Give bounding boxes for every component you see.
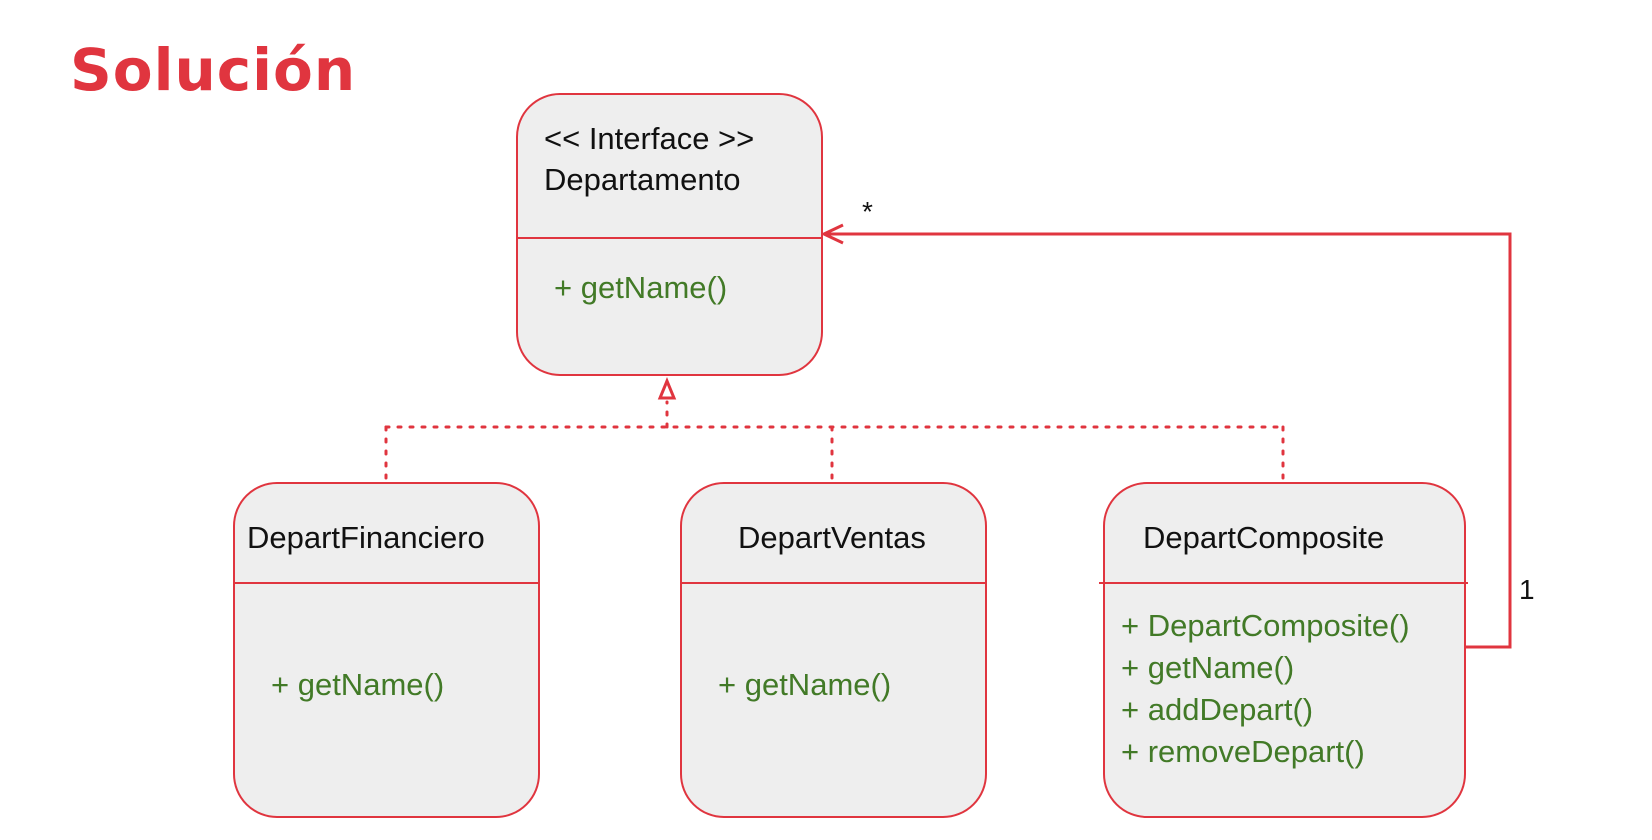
association-arrowhead-icon: [822, 223, 844, 245]
class-methods: + getName(): [235, 664, 538, 706]
class-divider: [682, 582, 985, 584]
method-item: + removeDepart(): [1121, 734, 1365, 769]
class-divider: [235, 582, 538, 584]
interface-stereotype: << Interface >>: [544, 121, 755, 156]
class-box-departcomposite[interactable]: DepartComposite + DepartComposite() + ge…: [1099, 482, 1468, 818]
class-name: DepartComposite: [1143, 520, 1385, 555]
association-line: [826, 232, 1512, 649]
method-item: + getName(): [1121, 650, 1295, 685]
class-name: DepartVentas: [738, 520, 926, 555]
class-box-departventas[interactable]: DepartVentas + getName(): [680, 482, 987, 818]
interface-divider: [518, 237, 821, 239]
class-methods: + getName(): [682, 664, 985, 706]
interface-methods: + getName(): [518, 267, 821, 309]
class-divider: [1099, 582, 1468, 584]
method-item: + getName(): [271, 667, 445, 702]
interface-name: Departamento: [544, 162, 741, 197]
page-title: Solución: [70, 36, 357, 104]
method-item: + addDepart(): [1121, 692, 1314, 727]
multiplicity-source: 1: [1519, 574, 1535, 605]
method-item: + DepartComposite(): [1121, 608, 1410, 643]
class-box-departfinanciero[interactable]: DepartFinanciero + getName(): [233, 482, 540, 818]
realization-lines: [384, 400, 1285, 482]
interface-box-departamento[interactable]: << Interface >> Departamento + getName(): [516, 93, 823, 376]
class-methods: + DepartComposite() + getName() + addDep…: [1105, 605, 1464, 773]
method-item: + getName(): [718, 667, 892, 702]
realization-arrowhead-icon: [657, 377, 677, 400]
method-item: + getName(): [554, 270, 728, 305]
class-name: DepartFinanciero: [247, 520, 485, 555]
multiplicity-target: *: [862, 196, 873, 227]
